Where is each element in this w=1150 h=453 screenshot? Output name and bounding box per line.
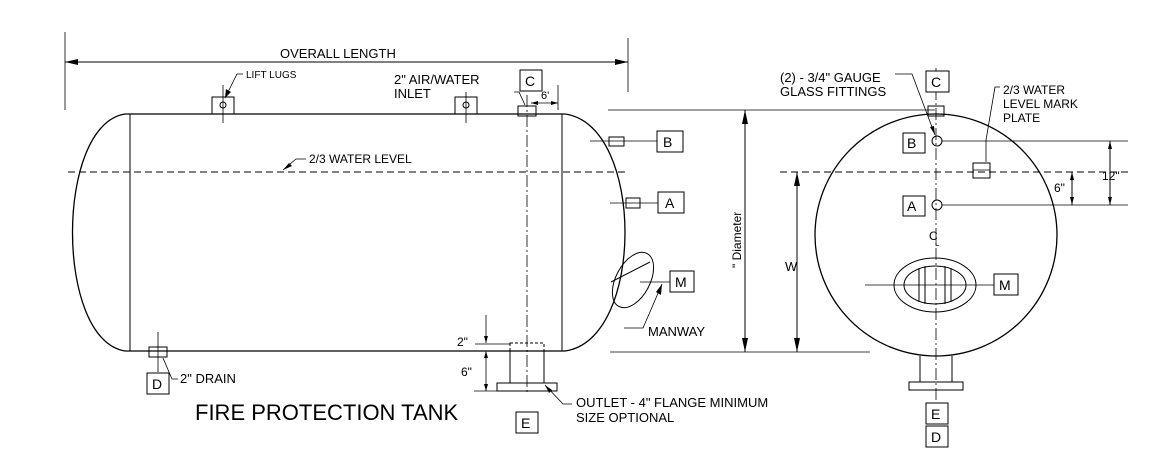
svg-text:C: C [929, 229, 938, 243]
outlet-label-2: SIZE OPTIONAL [576, 410, 674, 425]
six-ft-label: 6' [541, 90, 549, 102]
tag-c-side: C [519, 69, 543, 92]
svg-text:A: A [665, 195, 675, 211]
six-in-label: 6" [461, 365, 472, 379]
diameter-label: " Diameter [730, 212, 744, 268]
lift-lugs-leader: LIFT LUGS [224, 70, 297, 99]
overall-length-label: OVERALL LENGTH [280, 46, 396, 61]
svg-text:B: B [663, 134, 672, 150]
manway-side: M MANWAY [610, 251, 705, 339]
w-label: W [785, 259, 798, 274]
outlet-label-1: OUTLET - 4" FLANGE MINIMUM [576, 395, 768, 410]
two-in-label: 2" [457, 335, 468, 349]
svg-text:B: B [907, 135, 916, 151]
drawing-title: FIRE PROTECTION TANK [195, 400, 459, 425]
gauge-label-1: (2) - 3/4" GAUGE [780, 70, 881, 85]
svg-text:C: C [931, 74, 941, 90]
mark-label-1: 2/3 WATER [1003, 83, 1065, 97]
svg-text:C: C [525, 73, 535, 89]
lift-lug-right [454, 92, 478, 123]
twelve-in-label: 12" [1102, 169, 1120, 183]
mark-label-3: PLATE [1003, 111, 1040, 125]
svg-text:D: D [931, 429, 941, 445]
outlet-flange-end: E D [908, 356, 964, 448]
mark-label-2: LEVEL MARK [1003, 97, 1078, 111]
tag-c-end: C [925, 70, 950, 117]
svg-text:D: D [152, 376, 162, 392]
water-level-mark-plate: 2/3 WATER LEVEL MARK PLATE [972, 83, 1078, 179]
overall-length-dimension: OVERALL LENGTH [64, 32, 629, 110]
svg-text:E: E [521, 415, 530, 431]
twelve-in-dimension: 12" [1102, 141, 1120, 205]
fitting-b-end: B [902, 132, 1128, 154]
outlet-flange-side: 2" 6" OUTLET - 4" FLANGE MINIMUM SIZE OP… [457, 315, 768, 434]
gauge-fittings-callout: (2) - 3/4" GAUGE GLASS FITTINGS [780, 70, 936, 136]
water-level-leader: 2/3 WATER LEVEL [282, 152, 412, 171]
tank-end-view [814, 68, 1058, 420]
air-inlet-label-2: INLET [394, 86, 431, 101]
water-level-label: 2/3 WATER LEVEL [309, 152, 412, 166]
lift-lugs-label: LIFT LUGS [246, 70, 297, 81]
drain-side: 2" DRAIN D [146, 332, 236, 395]
diameter-dimension: " Diameter [608, 109, 935, 353]
svg-text:L: L [935, 239, 940, 248]
six-in-right-dimension: 6" [1054, 172, 1074, 205]
manway-label: MANWAY [648, 324, 705, 339]
centerline-symbol: C L [929, 229, 940, 248]
gauge-label-2: GLASS FITTINGS [780, 84, 887, 99]
lift-lug-left [211, 85, 235, 123]
nozzle-a-side: A [610, 191, 685, 214]
air-water-inlet: 2" AIR/WATER INLET [394, 72, 537, 117]
drain-label: 2" DRAIN [180, 371, 236, 386]
fitting-a-end: A [902, 195, 1128, 217]
svg-text:M: M [999, 277, 1011, 293]
w-dimension: W [780, 171, 1128, 352]
air-inlet-label-1: 2" AIR/WATER [394, 72, 480, 87]
svg-text:A: A [907, 198, 917, 214]
manway-end: M [865, 257, 1019, 313]
six-in-right-label: 6" [1054, 181, 1065, 195]
six-ft-dimension: 6' [531, 85, 559, 110]
svg-text:M: M [675, 274, 687, 290]
nozzle-b-side: B [590, 130, 684, 153]
svg-text:E: E [931, 406, 940, 422]
